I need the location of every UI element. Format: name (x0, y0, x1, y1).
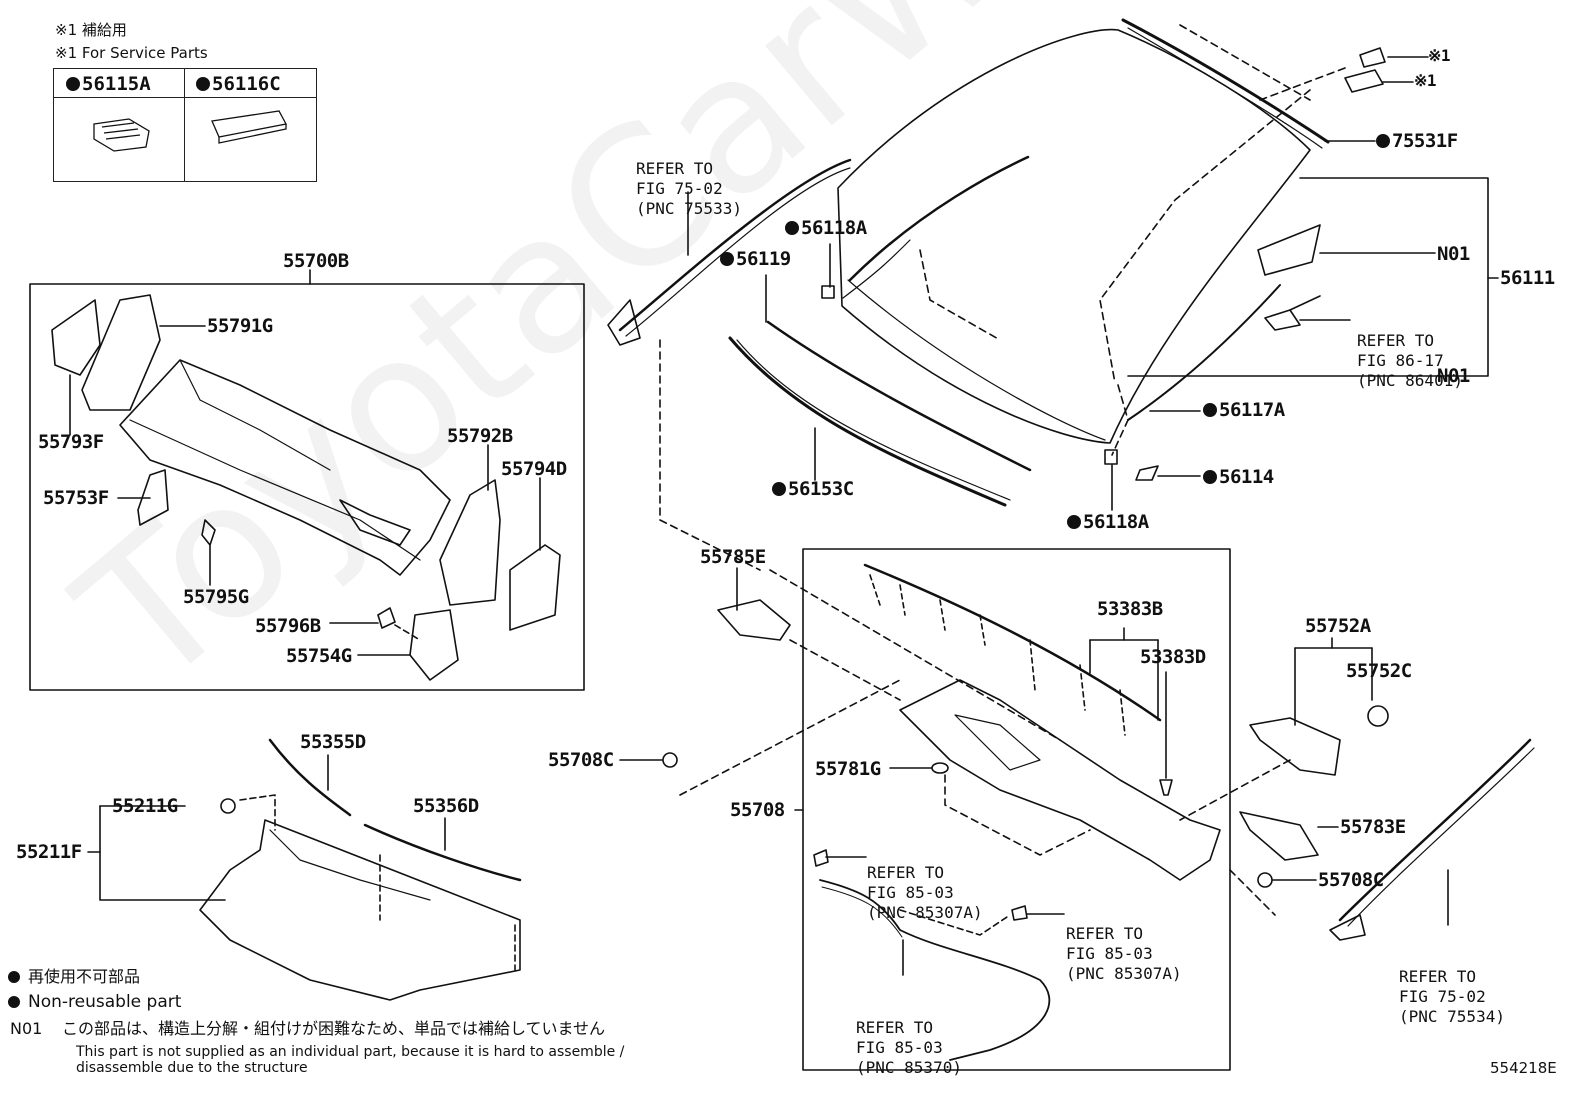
part-label-56118a-bottom: 56118A (1067, 513, 1149, 532)
nonreusable-dot-icon (1376, 134, 1390, 148)
legend-n01-jp: この部品は、構造上分解・組付けが困難なため、単品では補給していません (62, 1019, 606, 1038)
part-label-55792b: 55792B (447, 425, 513, 447)
part-label-55708c-left: 55708C (548, 749, 614, 771)
table-cell-56116c: 56116C (196, 73, 281, 95)
table-header (54, 69, 316, 98)
part-label-55795g: 55795G (183, 586, 249, 608)
table-col-divider (54, 69, 185, 181)
nonreusable-dot-icon (1203, 403, 1217, 417)
service-parts-table: 56115A 56116C (53, 68, 317, 182)
part-label-55708: 55708 (730, 799, 785, 821)
part-label-53383b: 53383B (1097, 598, 1163, 620)
part-label-53383d: 53383D (1140, 646, 1206, 668)
service-note-en: ※1 For Service Parts (55, 44, 208, 62)
part-label-56114: 56114 (1203, 468, 1274, 487)
part-label-56119: 56119 (720, 250, 791, 269)
nonreusable-dot-icon (196, 77, 210, 91)
legend-nonreusable-en: Non-reusable part (8, 992, 181, 1013)
cowl-panel-55700b (119, 359, 451, 576)
part-label-55752c: 55752C (1346, 660, 1412, 682)
part-label-55794d: 55794D (501, 458, 567, 480)
legend-n01-en-line2: disassemble due to the structure (76, 1060, 308, 1076)
part-label-55356d: 55356D (413, 795, 479, 817)
part-label-55791g: 55791G (207, 315, 273, 337)
windshield-glass (837, 28, 1311, 444)
part-label-56153c: 56153C (772, 480, 854, 499)
cowl-top-55708 (899, 679, 1221, 881)
nonreusable-dot-icon (785, 221, 799, 235)
part-label-55781g: 55781G (815, 758, 881, 780)
part-label-55708c-right: 55708C (1318, 869, 1384, 891)
part-label-55211g: 55211G (112, 795, 178, 817)
part-label-n01-upper: N01 (1437, 243, 1470, 265)
nonreusable-dot-icon (720, 252, 734, 266)
part-label-75531f: 75531F (1376, 132, 1458, 151)
part-label-56111: 56111 (1500, 267, 1555, 289)
nonreusable-dot-icon (1203, 470, 1217, 484)
nonreusable-dot-icon (772, 482, 786, 496)
part-label-56118a-top: 56118A (785, 219, 867, 238)
table-cell-56115a: 56115A (66, 73, 151, 95)
group-box-55700b (29, 283, 585, 691)
nonreusable-dot-icon (8, 971, 20, 983)
part-label-55754g: 55754G (286, 645, 352, 667)
part-label-55785e: 55785E (700, 546, 766, 568)
legend-nonreusable-jp: 再使用不可部品 (8, 967, 140, 986)
nonreusable-dot-icon (1067, 515, 1081, 529)
diagram-id: 554218E (1490, 1059, 1557, 1077)
service-note-jp: ※1 補給用 (55, 21, 127, 39)
part-label-55753f: 55753F (43, 487, 109, 509)
service-mark-a: ※1 (1428, 46, 1451, 65)
legend-n01-code: N01 (10, 1019, 43, 1038)
dash-panel-55211f (199, 819, 521, 1001)
service-part-illustrations (93, 110, 287, 152)
part-label-56117a: 56117A (1203, 401, 1285, 420)
part-label-n01-lower: N01 (1437, 365, 1470, 387)
part-label-55211f: 55211F (16, 841, 82, 863)
part-label-55783e: 55783E (1340, 816, 1406, 838)
part-label-55752a: 55752A (1305, 615, 1371, 637)
part-label-55700b: 55700B (283, 250, 349, 272)
nonreusable-dot-icon (8, 996, 20, 1008)
part-label-55793f: 55793F (38, 431, 104, 453)
part-label-55355d: 55355D (300, 731, 366, 753)
service-mark-b: ※1 (1414, 71, 1437, 90)
part-label-55796b: 55796B (255, 615, 321, 637)
nonreusable-dot-icon (66, 77, 80, 91)
legend-n01-en-line1: This part is not supplied as an individu… (76, 1044, 625, 1060)
